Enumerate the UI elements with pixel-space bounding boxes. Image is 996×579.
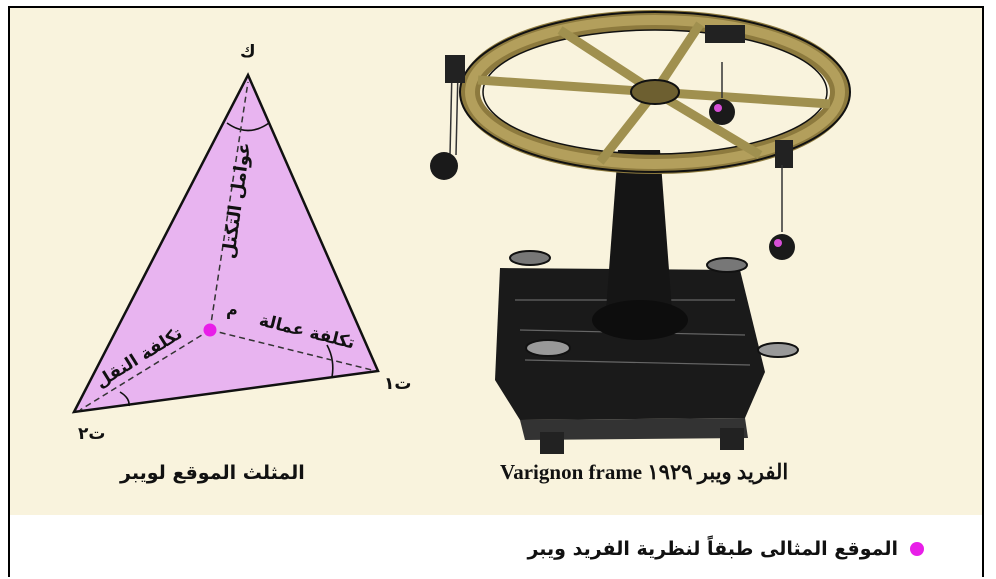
clamp-top bbox=[705, 25, 745, 43]
varignon-frame-image bbox=[430, 10, 851, 454]
weight-middle-shine bbox=[714, 104, 722, 112]
point-label: م bbox=[226, 300, 238, 319]
line-to-left bbox=[79, 329, 211, 411]
string-left-2 bbox=[455, 69, 459, 156]
string-left bbox=[449, 69, 453, 156]
triangle-shape bbox=[71, 72, 380, 414]
optimal-point bbox=[203, 323, 217, 337]
knob-front-right bbox=[757, 342, 799, 358]
frame-column bbox=[606, 150, 672, 310]
wheel-inner-edge bbox=[482, 29, 828, 155]
knob-front-left bbox=[525, 339, 571, 357]
wheel-outer-edge bbox=[459, 11, 851, 173]
knob-left bbox=[509, 250, 551, 266]
wheel-rim-highlight bbox=[465, 15, 845, 169]
frame-base bbox=[495, 268, 765, 420]
vertex-label-bottom-left: ت٢ bbox=[78, 424, 106, 444]
line-to-right bbox=[209, 329, 373, 371]
triangle-caption: المثلث الموقع لويبر bbox=[120, 462, 305, 484]
vertex-label-top: ك bbox=[240, 42, 256, 62]
legend-dot-icon bbox=[910, 542, 924, 556]
weber-triangle bbox=[71, 72, 380, 414]
weight-middle bbox=[709, 99, 735, 125]
photo-caption: Varignon frame الفريد ويبر ١٩٢٩ bbox=[500, 460, 789, 484]
frame-foot-left bbox=[540, 432, 564, 454]
legend: الموقع المثالى طبقاً لنظرية الفريد ويبر bbox=[527, 538, 924, 560]
legend-text: الموقع المثالى طبقاً لنظرية الفريد ويبر bbox=[527, 538, 898, 560]
frame-base-edge bbox=[520, 418, 748, 440]
weight-right-shine bbox=[774, 239, 782, 247]
wheel-hub bbox=[630, 79, 680, 105]
wheel-spokes bbox=[477, 21, 831, 165]
angle-arc-top bbox=[226, 122, 270, 132]
angle-arc-left bbox=[119, 391, 130, 407]
column-foot bbox=[592, 300, 688, 340]
weight-left bbox=[430, 152, 458, 180]
pulley-left bbox=[445, 55, 465, 83]
weight-right bbox=[769, 234, 795, 260]
frame-foot-right bbox=[720, 428, 744, 450]
knob-right bbox=[706, 257, 748, 273]
pulley-right bbox=[775, 140, 793, 168]
line-to-top bbox=[209, 81, 249, 331]
vertex-label-right: ت١ bbox=[384, 374, 412, 394]
